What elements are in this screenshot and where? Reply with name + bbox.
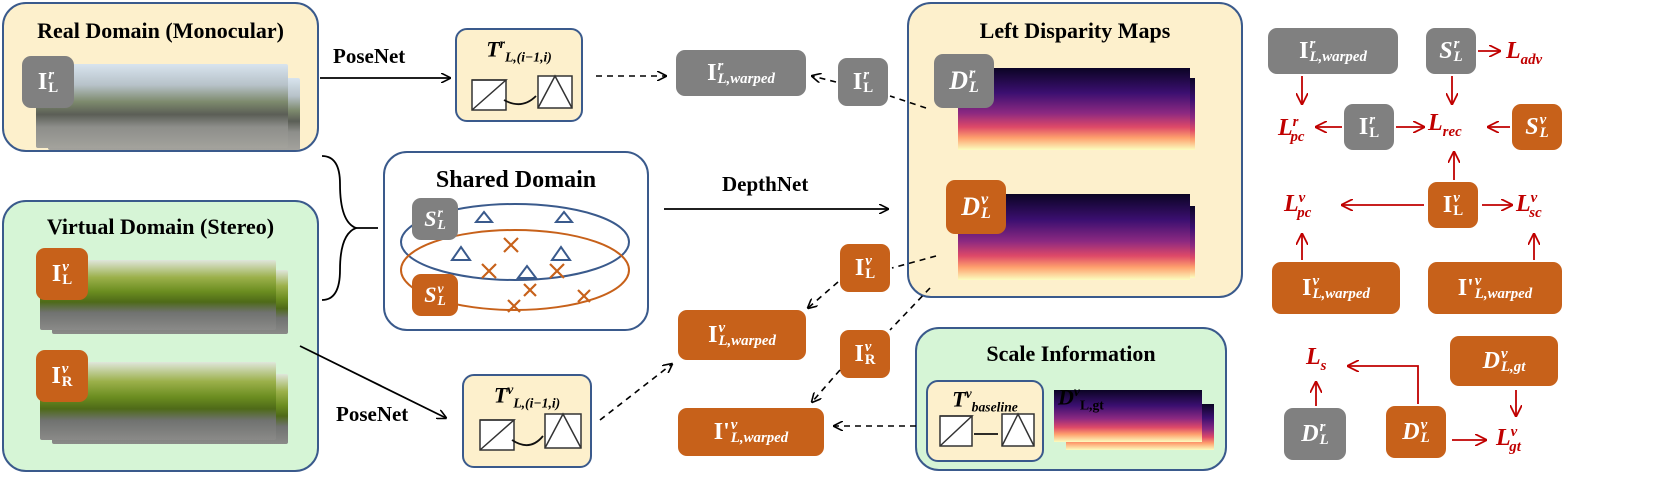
- real-image-to-warp-arrow: [812, 76, 837, 82]
- left-disparity-title: Left Disparity Maps: [979, 18, 1171, 43]
- gt-disparity-map: [1054, 390, 1202, 442]
- depthnet-label: DepthNet: [722, 172, 809, 196]
- real-image: [36, 64, 288, 148]
- real-pose-box: TrL,(i−1,i): [455, 28, 583, 122]
- virtual-pose-box: TvL,(i−1,i): [462, 374, 592, 468]
- posenet-bottom-label: PoseNet: [336, 402, 409, 426]
- posenet-top-label: PoseNet: [333, 44, 406, 68]
- virtual-right-to-warp-arrow: [812, 369, 841, 402]
- real-disparity-map: [958, 68, 1190, 150]
- loss-rec: Lrec: [1428, 110, 1462, 140]
- loss-arrow: [1348, 366, 1419, 404]
- real-domain-title: Real Domain (Monocular): [37, 18, 284, 43]
- loss-sc: Lvsc: [1516, 190, 1542, 221]
- loss-s: Ls: [1306, 344, 1327, 374]
- baseline-pose-box: Tvbaseline: [926, 380, 1044, 462]
- loss-pc-virtual: Lvpc: [1284, 190, 1312, 221]
- virtual-pose-to-warp-arrow: [599, 364, 672, 421]
- scale-information-title: Scale Information: [986, 341, 1156, 366]
- loss-gt: Lvgt: [1496, 424, 1521, 455]
- gt-disparity-label: DvL,gt: [1058, 384, 1104, 413]
- shared-domain-title: Shared Domain: [435, 167, 597, 193]
- loss-adv: Ladv: [1506, 38, 1543, 68]
- virtual-domain-title: Virtual Domain (Stereo): [46, 214, 275, 239]
- virtual-left-to-warp-arrow: [808, 281, 839, 308]
- real-pose-label: TrL,(i−1,i): [486, 36, 552, 65]
- virtual-pose-label: TvL,(i−1,i): [493, 382, 561, 411]
- baseline-pose-label: Tvbaseline: [952, 386, 1018, 415]
- domain-brace: [321, 155, 359, 301]
- loss-pc-real: Lrpc: [1278, 114, 1305, 145]
